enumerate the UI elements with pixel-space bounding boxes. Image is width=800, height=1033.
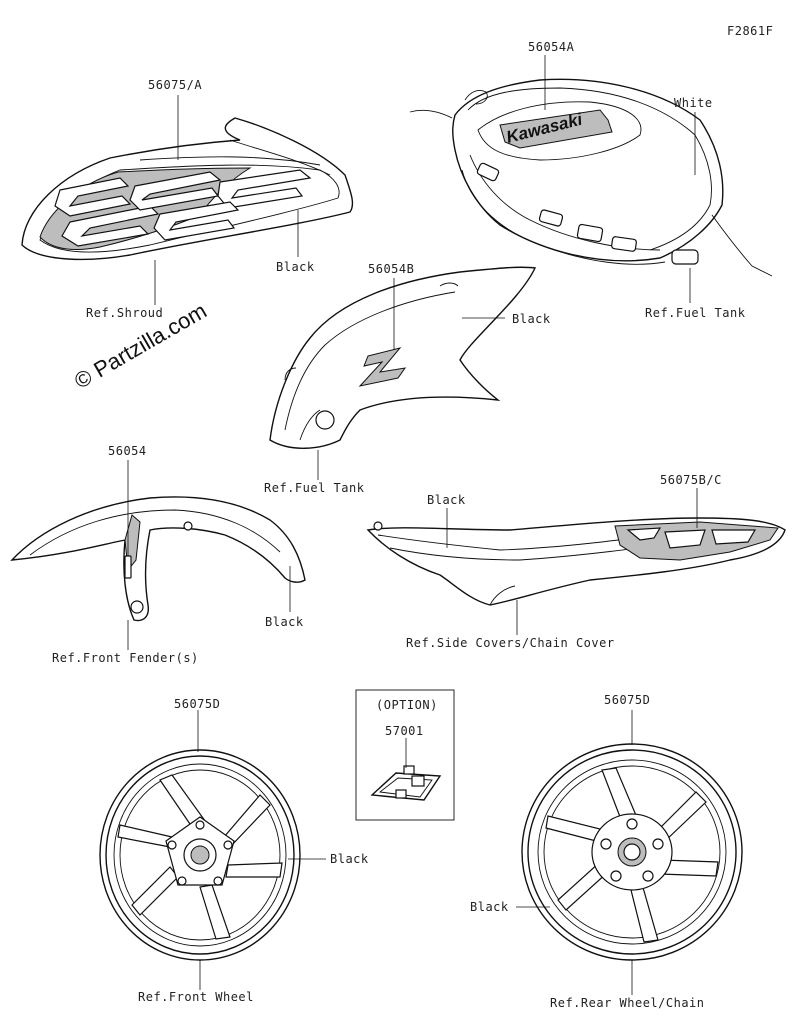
rear-wheel-drawing <box>521 743 743 961</box>
color-black-side: Black <box>512 312 551 326</box>
color-black-rear-wheel: Black <box>470 900 509 914</box>
part-number-rear-wheel-decal[interactable]: 56075D <box>604 693 651 707</box>
shroud-drawing <box>21 117 354 261</box>
leader-lines <box>127 55 698 995</box>
front-fender-drawing <box>10 496 306 622</box>
ref-front-wheel[interactable]: Ref.Front Wheel <box>138 990 254 1004</box>
color-black-fender: Black <box>265 615 304 629</box>
ref-side-covers[interactable]: Ref.Side Covers/Chain Cover <box>406 636 615 650</box>
option-label: (OPTION) <box>376 698 438 712</box>
ref-front-fender[interactable]: Ref.Front Fender(s) <box>52 651 199 665</box>
option-box <box>355 689 455 821</box>
color-white-tank: White <box>674 96 713 110</box>
ref-fuel-tank-side[interactable]: Ref.Fuel Tank <box>264 481 365 495</box>
part-number-shroud-decal[interactable]: 56075/A <box>148 78 203 92</box>
shroud-side-drawing <box>269 266 537 449</box>
color-black-cover: Black <box>427 493 466 507</box>
front-wheel-drawing <box>99 749 301 961</box>
figure-code: F2861F <box>727 24 774 38</box>
fuel-tank-drawing: Kawasaki <box>409 78 773 277</box>
color-black-front-wheel: Black <box>330 852 369 866</box>
ref-rear-wheel[interactable]: Ref.Rear Wheel/Chain <box>550 996 705 1010</box>
part-number-fender-decal[interactable]: 56054 <box>108 444 147 458</box>
side-cover-drawing <box>366 517 786 606</box>
color-black-shroud: Black <box>276 260 315 274</box>
ref-shroud[interactable]: Ref.Shroud <box>86 306 164 320</box>
part-number-tank-decal[interactable]: 56054A <box>528 40 575 54</box>
part-number-side-shroud-decal[interactable]: 56054B <box>368 262 415 276</box>
ref-fuel-tank-top[interactable]: Ref.Fuel Tank <box>645 306 746 320</box>
part-number-front-wheel-decal[interactable]: 56075D <box>174 697 221 711</box>
clip-drawing <box>370 765 442 801</box>
part-number-side-cover-decal[interactable]: 56075B/C <box>660 473 722 487</box>
part-number-option[interactable]: 57001 <box>385 724 424 738</box>
